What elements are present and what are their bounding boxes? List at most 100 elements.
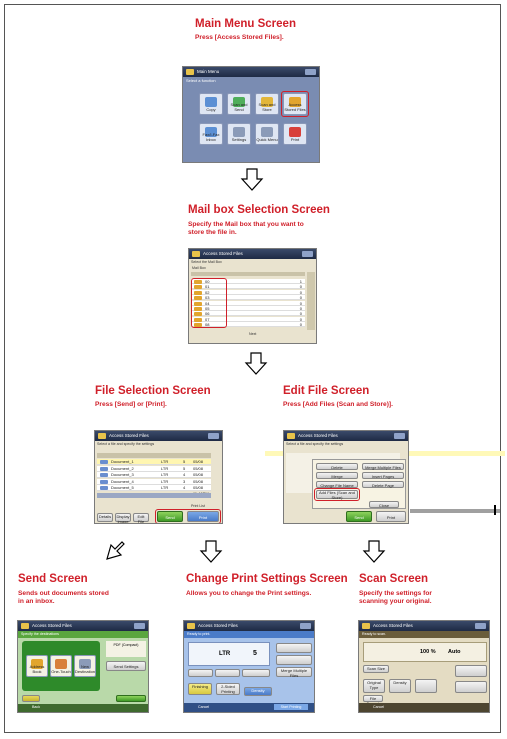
mailbox-number: 00 (205, 279, 210, 284)
tile-scan-and-store[interactable]: Scan and Store (255, 93, 279, 115)
callout-line (410, 509, 500, 513)
edit-file-subheader: Select a file and specify the settings (286, 442, 344, 446)
scan-right-option-2[interactable] (455, 681, 487, 693)
specify-button[interactable] (22, 695, 40, 702)
one-touch-button[interactable]: One-Touch (50, 655, 72, 677)
print-status-panel: LTR 5 (188, 642, 270, 666)
settings-button[interactable] (305, 69, 316, 75)
tile-fax-inbox[interactable]: Fax/I-Fax Inbox (199, 123, 223, 145)
file-selection-title: File Selection Screen (95, 385, 211, 397)
details-button[interactable]: Details (97, 513, 113, 522)
display-image-button[interactable]: Display Image (115, 513, 131, 524)
density-button[interactable] (215, 669, 240, 677)
settings-button[interactable] (208, 433, 219, 439)
scan-right-option-1[interactable] (455, 665, 487, 677)
file-format-option[interactable]: PDF (Compact) (106, 641, 146, 657)
back-label[interactable]: Back (32, 705, 40, 709)
document-icon (100, 479, 108, 484)
scan-option-button[interactable] (415, 679, 437, 693)
main-menu-screenshot: Main Menu Select a function Copy Scan an… (182, 66, 320, 163)
send-button[interactable]: Send (157, 511, 183, 522)
merge-multiple-files-button[interactable]: Merge Multiple Files (362, 463, 404, 470)
scan-status-panel: 100 % Auto (363, 642, 487, 662)
tile-access-stored-files[interactable]: Access Stored Files (283, 93, 307, 115)
file-list-footer (97, 493, 211, 498)
mailbox-number: 08 (205, 322, 210, 328)
scan-subheader: Ready to scan. (359, 631, 489, 638)
tile-copy[interactable]: Copy (199, 93, 223, 115)
close-button[interactable]: Close (369, 501, 399, 508)
original-type-button[interactable]: Original Type (363, 679, 385, 693)
start-printing-button[interactable]: Start Printing (274, 704, 308, 710)
mailbox-number: 01 (205, 284, 210, 290)
scan-size-button[interactable]: Scan Size (363, 665, 389, 673)
print-button[interactable]: Print (187, 511, 219, 522)
edit-file-button[interactable]: Edit File (133, 513, 149, 523)
density-button[interactable]: Density (389, 679, 411, 693)
tile-quick-menu[interactable]: Quick Menu (255, 123, 279, 145)
file-size: LTR (161, 472, 169, 478)
print-list-label[interactable]: Print List (191, 504, 205, 508)
settings-button[interactable] (134, 623, 145, 629)
density-option-button[interactable]: Density (244, 687, 272, 696)
send-settings-button[interactable]: Send Settings (106, 661, 146, 671)
merge-files-button[interactable]: Merge Files/Documents (316, 472, 358, 486)
tile-scan-and-send[interactable]: Scan and Send (227, 93, 251, 115)
settings-button[interactable] (300, 623, 311, 629)
print-button[interactable]: Print (376, 511, 406, 522)
file-pages: 5 (183, 465, 186, 471)
delete-button[interactable]: Delete (316, 463, 358, 470)
option-button-1[interactable] (276, 643, 312, 653)
insert-pages-button[interactable]: Insert Pages (362, 472, 404, 479)
scan-send-icon (233, 97, 245, 107)
change-print-footer: Cancel Start Printing (184, 703, 314, 712)
paper-source-button[interactable] (242, 669, 270, 677)
delete-page-button[interactable]: Delete Page (362, 481, 404, 488)
paper-select-button[interactable] (188, 669, 213, 677)
mailbox-scrollbar[interactable] (307, 272, 315, 330)
settings-button[interactable] (302, 251, 313, 257)
file-format-button[interactable]: File Format (363, 695, 383, 706)
tile-settings[interactable]: Settings (227, 123, 251, 145)
main-menu-header: Main Menu (183, 67, 319, 77)
cancel-label[interactable]: Cancel (198, 705, 210, 709)
finishing-button[interactable]: Finishing (188, 683, 212, 695)
start-send-button[interactable] (116, 695, 146, 702)
tile-print[interactable]: Print (283, 123, 307, 145)
cancel-label[interactable]: Cancel (373, 705, 385, 709)
mailbox-page-label[interactable]: Next (249, 332, 257, 336)
option-button-2[interactable] (276, 655, 312, 665)
fax-icon (205, 127, 217, 137)
add-files-button[interactable]: Add Files (Scan and Store) (316, 490, 358, 499)
scan-header: Access Stored Files (359, 621, 489, 631)
address-book-button[interactable]: Address Book (26, 655, 48, 677)
main-menu-title: Main Menu Screen (195, 18, 296, 30)
resolution-value: Auto (448, 649, 461, 655)
send-button[interactable]: Send (346, 511, 372, 522)
mailbox-title: Mail box Selection Screen (188, 204, 330, 216)
settings-button[interactable] (394, 433, 405, 439)
change-file-name-button[interactable]: Change File Name (316, 481, 358, 488)
document-icon (100, 466, 108, 471)
mailbox-folder-icon (194, 285, 202, 290)
folder-icon (362, 623, 370, 629)
merge-multiple-files-button[interactable]: Merge Multiple Files (276, 667, 312, 678)
settings-button[interactable] (475, 623, 486, 629)
new-destination-button[interactable]: New Destination (74, 655, 96, 677)
two-sided-button[interactable]: 2-Sided Printing (216, 683, 240, 695)
highlight-access-stored-files (281, 91, 309, 117)
